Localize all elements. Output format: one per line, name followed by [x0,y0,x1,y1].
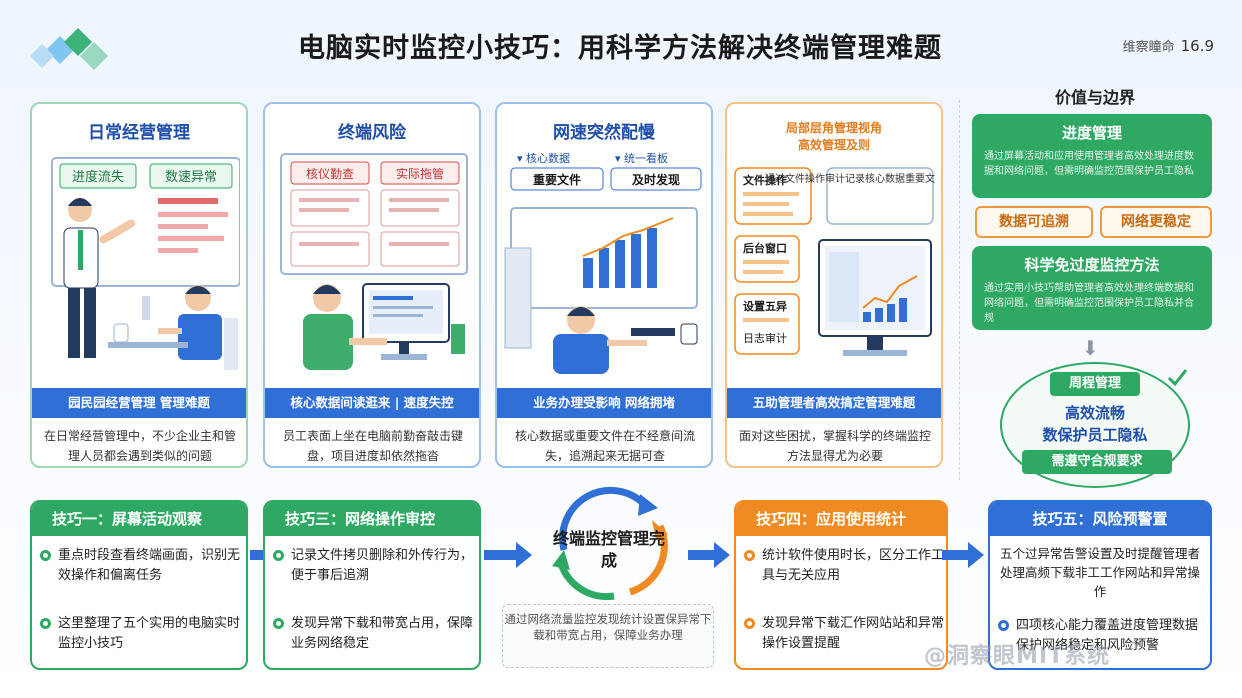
panel-bar: 业务办理受影响 网络拥堵 [497,388,711,418]
panel-daily-management: 日常经营管理 进度流失 数速异常 园民园经营管理 管理难题 在日常经营管理中，不… [30,102,248,468]
stable-network-button: 网络更稳定 [1100,206,1212,238]
tag-timely-find: 及时发现 [632,172,680,187]
brand-label: 维察瞳命 [1122,40,1175,55]
tag-delay: 实际拖管 [396,166,444,181]
panel-title: 日常经营管理 [88,123,190,143]
panel-bar: 核心数据间读逛来 | 速度失控 [265,388,479,418]
bullet-dot-icon [273,618,284,629]
tip-title: 技巧一：屏幕活动观察 [32,502,246,536]
panel-network-slow: 网速突然配慢 ▾ 核心数据 ▾ 统一看板 重要文件 及时发现 业务办理受影响 网… [495,102,713,468]
tip-item-text: 重点时段查看终端画面，识别无效操作和偏离任务 [58,548,241,583]
panel-bar: 园民园经营管理 管理难题 [32,388,246,418]
column-divider [959,100,960,480]
panel-desc: 员工表面上坐在电脑前勤奋敲击键盘，项目进度却依然拖沓 [282,429,463,463]
tip-card-4: 技巧四：应用使用统计 统计软件使用时长，区分工作工具与无关应用 发现异常下载汇作… [734,500,948,670]
worker-illustration-icon: 核仪勤查 实际拖管 [280,153,468,370]
version-label: 16.9 [1180,37,1214,55]
cycle-ring-icon [552,486,668,600]
bullet-dot-icon [273,550,284,561]
panel-bar: 五助管理者高效搞定管理难题 [727,388,941,418]
right-arrow-icon [484,542,532,568]
brand-logo-icon [30,28,108,70]
tag-important-file: 重要文件 [533,172,581,187]
tip-item: 这里整理了五个实用的电脑实时监控小技巧 [40,614,240,654]
center-label: 终端监控管理完成 [552,529,665,570]
panel-management-view: 局部层角管理视角 高效管理及则 文件操作 通过文件操作审计记录核心数据重要文件的… [725,102,943,468]
tip-item: 发现异常下载汇作网站站和异常操作设置提醒 [744,614,944,654]
header-brand: 维察瞳命 16.9 [1123,36,1214,55]
bullet-dot-icon [744,618,755,629]
tip-text: 五个过异常告警设置及时提醒管理者处理高频下载非工工作网站和异常操作 [1000,546,1201,599]
tip-item: 发现异常下载和带宽占用，保障业务网络稳定 [273,614,473,654]
center-note: 通过网络流量监控发现统计设置保异常下载和带宽占用，保障业务办理 [502,604,714,668]
tag-log: 日志审计 [743,331,787,345]
tip-item-text: 这里整理了五个实用的电脑实时监控小技巧 [58,616,241,651]
panel-title: 局部层角管理视角 高效管理及则 [727,120,941,154]
tip-title: 技巧五：风险预警置 [990,502,1210,536]
tip-item: 四项核心能力覆盖进度管理数据保护网络稳定和风险预警 [998,616,1198,656]
chip-compliance: 需遵守合规要求 [1022,450,1172,474]
tip-item: 统计软件使用时长，区分工作工具与无关应用 [744,546,944,586]
tip-item-text: 记录文件拷贝删除和外传行为，便于事后追溯 [291,548,474,583]
tip-card-5: 技巧五：风险预警置 五个过异常告警设置及时提醒管理者处理高频下载非工工作网站和异… [988,500,1212,670]
box-desc: 通过实用小技巧帮助管理者高效处理终端数据和网络问题，但需明确监控范围保护员工隐私… [984,283,1194,324]
note-line: 通过文件操作审计记录核心数据重要文件的删除行为 [765,172,935,185]
box-title: 科学免过度监控方法 [1024,256,1160,274]
tip-item-text: 统计软件使用时长，区分工作工具与无关应用 [762,548,945,583]
tag-background: 后台窗口 [743,241,787,255]
summary-oval: 周程管理 高效流畅 数保护员工隐私 需遵守合规要求 [1000,362,1190,488]
box-title: 进度管理 [1061,124,1122,142]
panel-title: 网速突然配慢 [553,123,655,143]
bullet-board: ▾ 统一看板 [615,151,668,165]
chip-cycle: 周程管理 [1050,372,1140,396]
tag-setting: 设置五异 [743,299,787,313]
check-icon [1167,369,1188,387]
tip-title: 技巧四：应用使用统计 [736,502,946,536]
down-arrow-icon: ⬇ [1082,336,1099,360]
tag-data: 数速异常 [165,170,217,185]
bullet-dot-icon [40,550,51,561]
tip-title: 技巧三：网络操作审控 [265,502,479,536]
tip-item-text: 发现异常下载和带宽占用，保障业务网络稳定 [291,616,474,651]
bullet-core-data: ▾ 核心数据 [517,151,570,165]
presenter-illustration-icon: 进度流失 数速异常 [51,157,240,370]
panel-desc: 面对这些困扰，掌握科学的终端监控方法显得尤为必要 [738,429,931,463]
dashboard-illustration-icon: 文件操作 通过文件操作审计记录核心数据重要文件的删除行为 后台窗口 设置五异 日… [734,167,935,356]
traceable-data-button: 数据可追溯 [975,206,1093,238]
panel-desc: 在日常经营管理中，不少企业主和管理人员都会遇到类似的问题 [43,429,236,463]
page-title: 电脑实时监控小技巧：用科学方法解决终端管理难题 [298,33,942,64]
tip-item-text: 四项核心能力覆盖进度管理数据保护网络稳定和风险预警 [1016,618,1199,653]
panel-terminal-risk: 终端风险 核仪勤查 实际拖管 核心数据间读逛来 | 速度失控 员工表面上坐在电脑… [263,102,481,468]
bullet-dot-icon [998,620,1009,631]
network-illustration-icon: ▾ 核心数据 ▾ 统一看板 重要文件 及时发现 [504,151,702,374]
progress-management-box: 进度管理 通过屏幕活动和应用使用管理者高效处理进度数据和网络问题，但需明确监控范… [972,114,1212,198]
oval-line1: 高效流畅 [1064,404,1125,422]
tag-check: 核仪勤查 [306,167,354,181]
right-arrow-icon [942,542,984,568]
bullet-dot-icon [744,550,755,561]
tip-card-3: 技巧三：网络操作审控 记录文件拷贝删除和外传行为，便于事后追溯 发现异常下载和带… [263,500,481,670]
value-boundary-title: 价值与边界 [1054,88,1135,107]
oval-line2: 数保护员工隐私 [1042,426,1148,444]
tip-card-1: 技巧一：屏幕活动观察 重点时段查看终端画面，识别无效操作和偏离任务 这里整理了五… [30,500,248,670]
right-arrow-icon [688,542,730,568]
scientific-method-box: 科学免过度监控方法 通过实用小技巧帮助管理者高效处理终端数据和网络问题，但需明确… [972,246,1212,330]
tip-item: 重点时段查看终端画面，识别无效操作和偏离任务 [40,546,240,586]
tip-item: 记录文件拷贝删除和外传行为，便于事后追溯 [273,546,473,586]
tag-file-op: 文件操作 [743,173,787,187]
panel-title-line2: 高效管理及则 [797,138,870,152]
panel-title: 终端风险 [338,123,406,143]
tip-item-text: 发现异常下载汇作网站站和异常操作设置提醒 [762,616,945,651]
panel-title-line1: 局部层角管理视角 [785,121,882,135]
bullet-dot-icon [40,618,51,629]
watermark: @洞察眼MIT系统 [924,644,1111,669]
box-desc: 通过屏幕活动和应用使用管理者高效处理进度数据和网络问题，但需明确监控范围保护员工… [984,151,1194,177]
tag-progress: 进度流失 [72,169,124,185]
panel-desc: 核心数据或重要文件在不经意间流失，追溯起来无据可查 [514,429,695,463]
